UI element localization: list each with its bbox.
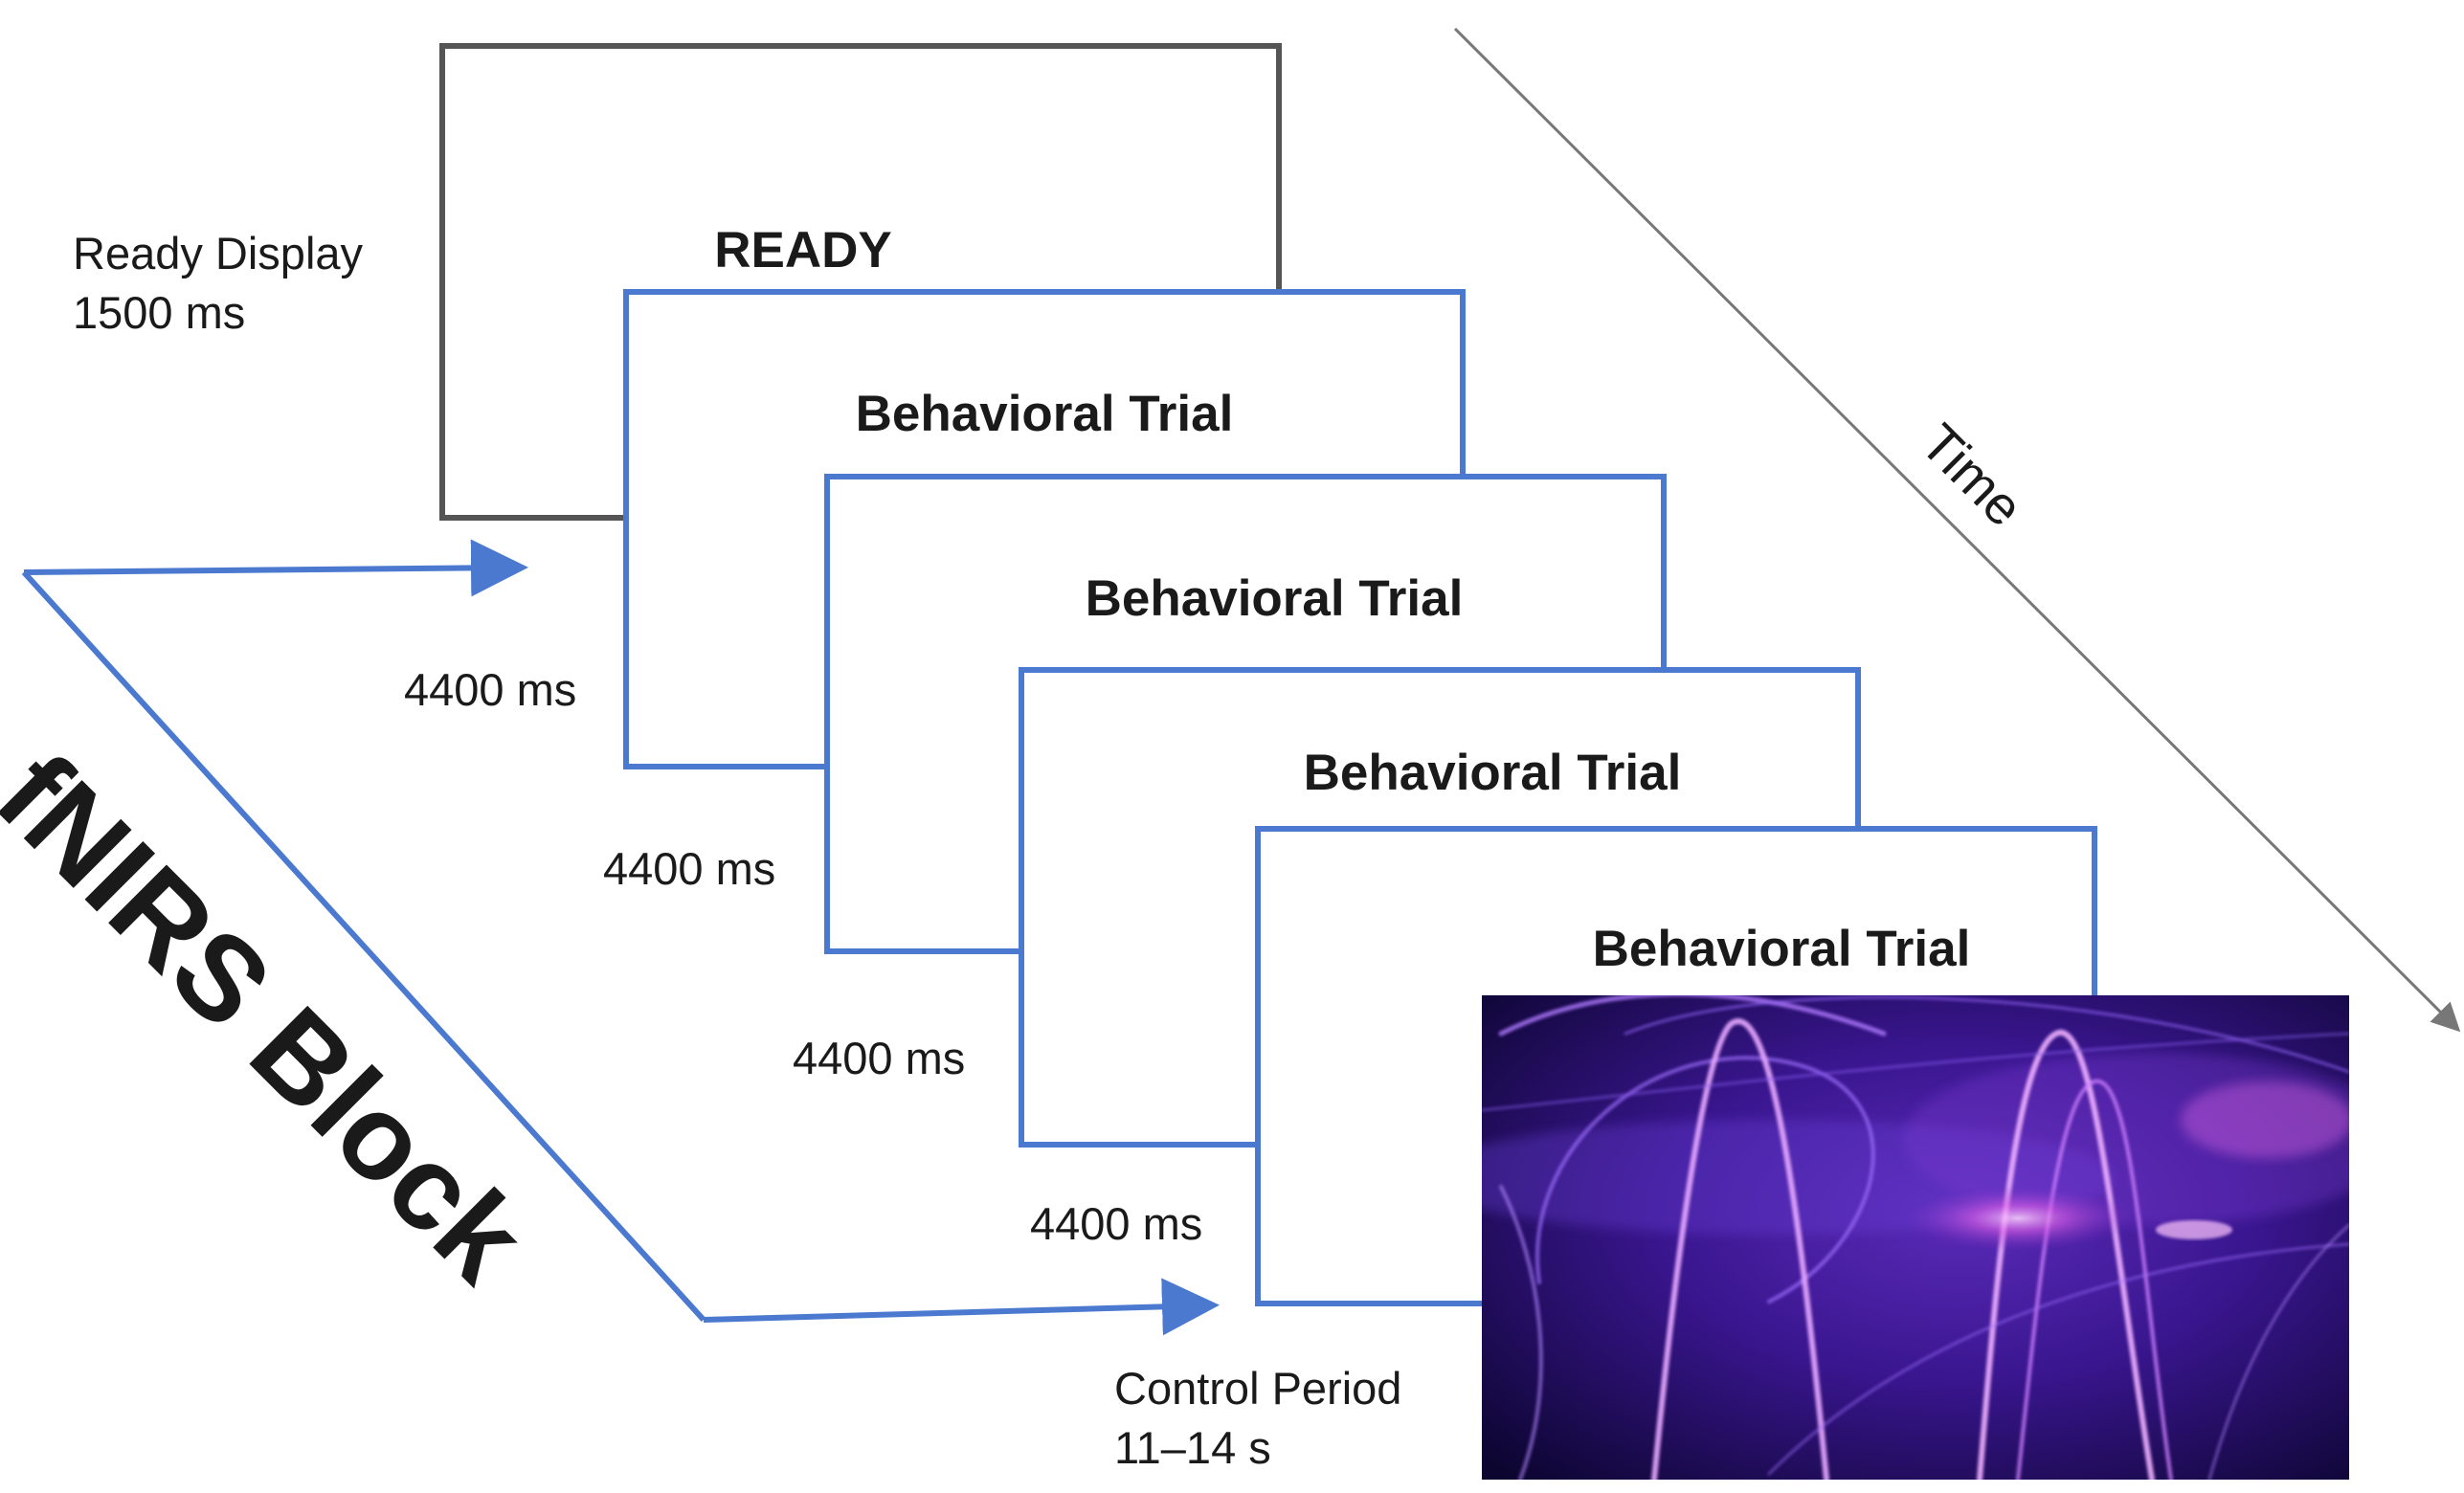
control-period-image	[1482, 995, 2349, 1480]
fnirs-block-label: fNIRS Block	[0, 728, 550, 1307]
ready-screen-text: READY	[714, 222, 892, 279]
time-label: Time	[1909, 412, 2035, 538]
ready-display-label: Ready Display	[73, 228, 364, 279]
trial-duration-2: 4400 ms	[603, 843, 776, 894]
trial-duration-3: 4400 ms	[793, 1033, 966, 1083]
control-period-duration: 11–14 s	[1114, 1422, 1271, 1473]
trial-title-1: Behavioral Trial	[855, 386, 1234, 442]
trial-title-2: Behavioral Trial	[1085, 570, 1464, 627]
trial-duration-1: 4400 ms	[404, 664, 577, 715]
trial-title-3: Behavioral Trial	[1303, 745, 1682, 801]
control-period-label: Control Period	[1114, 1363, 1402, 1414]
ready-display-duration: 1500 ms	[73, 287, 246, 338]
trial-duration-4: 4400 ms	[1030, 1198, 1203, 1249]
trial-title-4: Behavioral Trial	[1592, 921, 1971, 977]
